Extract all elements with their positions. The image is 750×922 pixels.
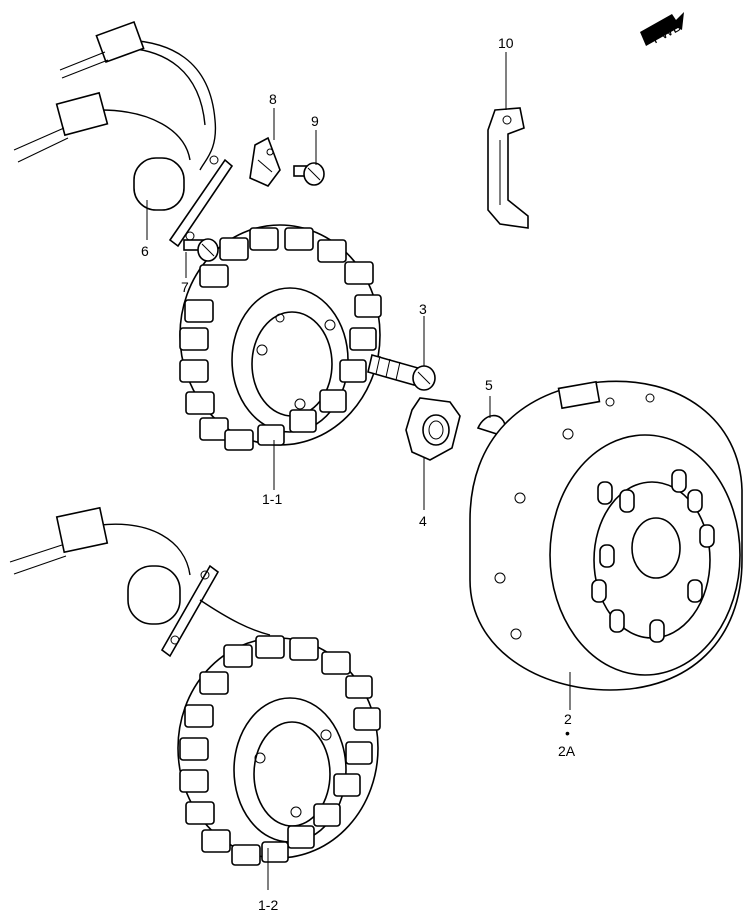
wire-connector-bottom	[13, 91, 109, 163]
cable-grommet-lower	[127, 564, 271, 658]
cable-grommet-upper	[133, 155, 234, 248]
bolt-3	[367, 354, 436, 391]
callout-4: 4	[419, 513, 427, 529]
callout-labels: 10 8 9 6 7 3 5 1-1 4 2 • 2A 1-2	[141, 35, 576, 913]
stator-coil-upper	[179, 224, 382, 451]
nut-4	[405, 397, 461, 461]
wire-connector-lower	[9, 506, 109, 575]
stator-assembly-upper	[13, 20, 382, 451]
wire-clip	[249, 136, 281, 187]
callout-3: 3	[419, 301, 427, 317]
callout-dot: •	[565, 725, 570, 741]
screw-7	[183, 238, 219, 262]
callout-2a: 2A	[558, 743, 576, 759]
wire-connector-top	[59, 20, 145, 79]
leader-lines	[146, 52, 571, 890]
callout-7: 7	[181, 279, 189, 295]
callout-1-2: 1-2	[258, 897, 278, 913]
callout-1-1: 1-1	[262, 491, 282, 507]
callout-5: 5	[485, 377, 493, 393]
bracket-10	[487, 107, 529, 229]
flywheel-rotor	[469, 380, 743, 691]
callout-10: 10	[498, 35, 514, 51]
callout-2: 2	[564, 711, 572, 727]
callout-9: 9	[311, 113, 319, 129]
callout-8: 8	[269, 91, 277, 107]
fwd-arrow-badge: FWD	[640, 12, 684, 46]
stator-coil-lower	[177, 635, 381, 866]
callout-6: 6	[141, 243, 149, 259]
stator-assembly-lower	[9, 506, 381, 866]
screw-9	[293, 162, 325, 186]
